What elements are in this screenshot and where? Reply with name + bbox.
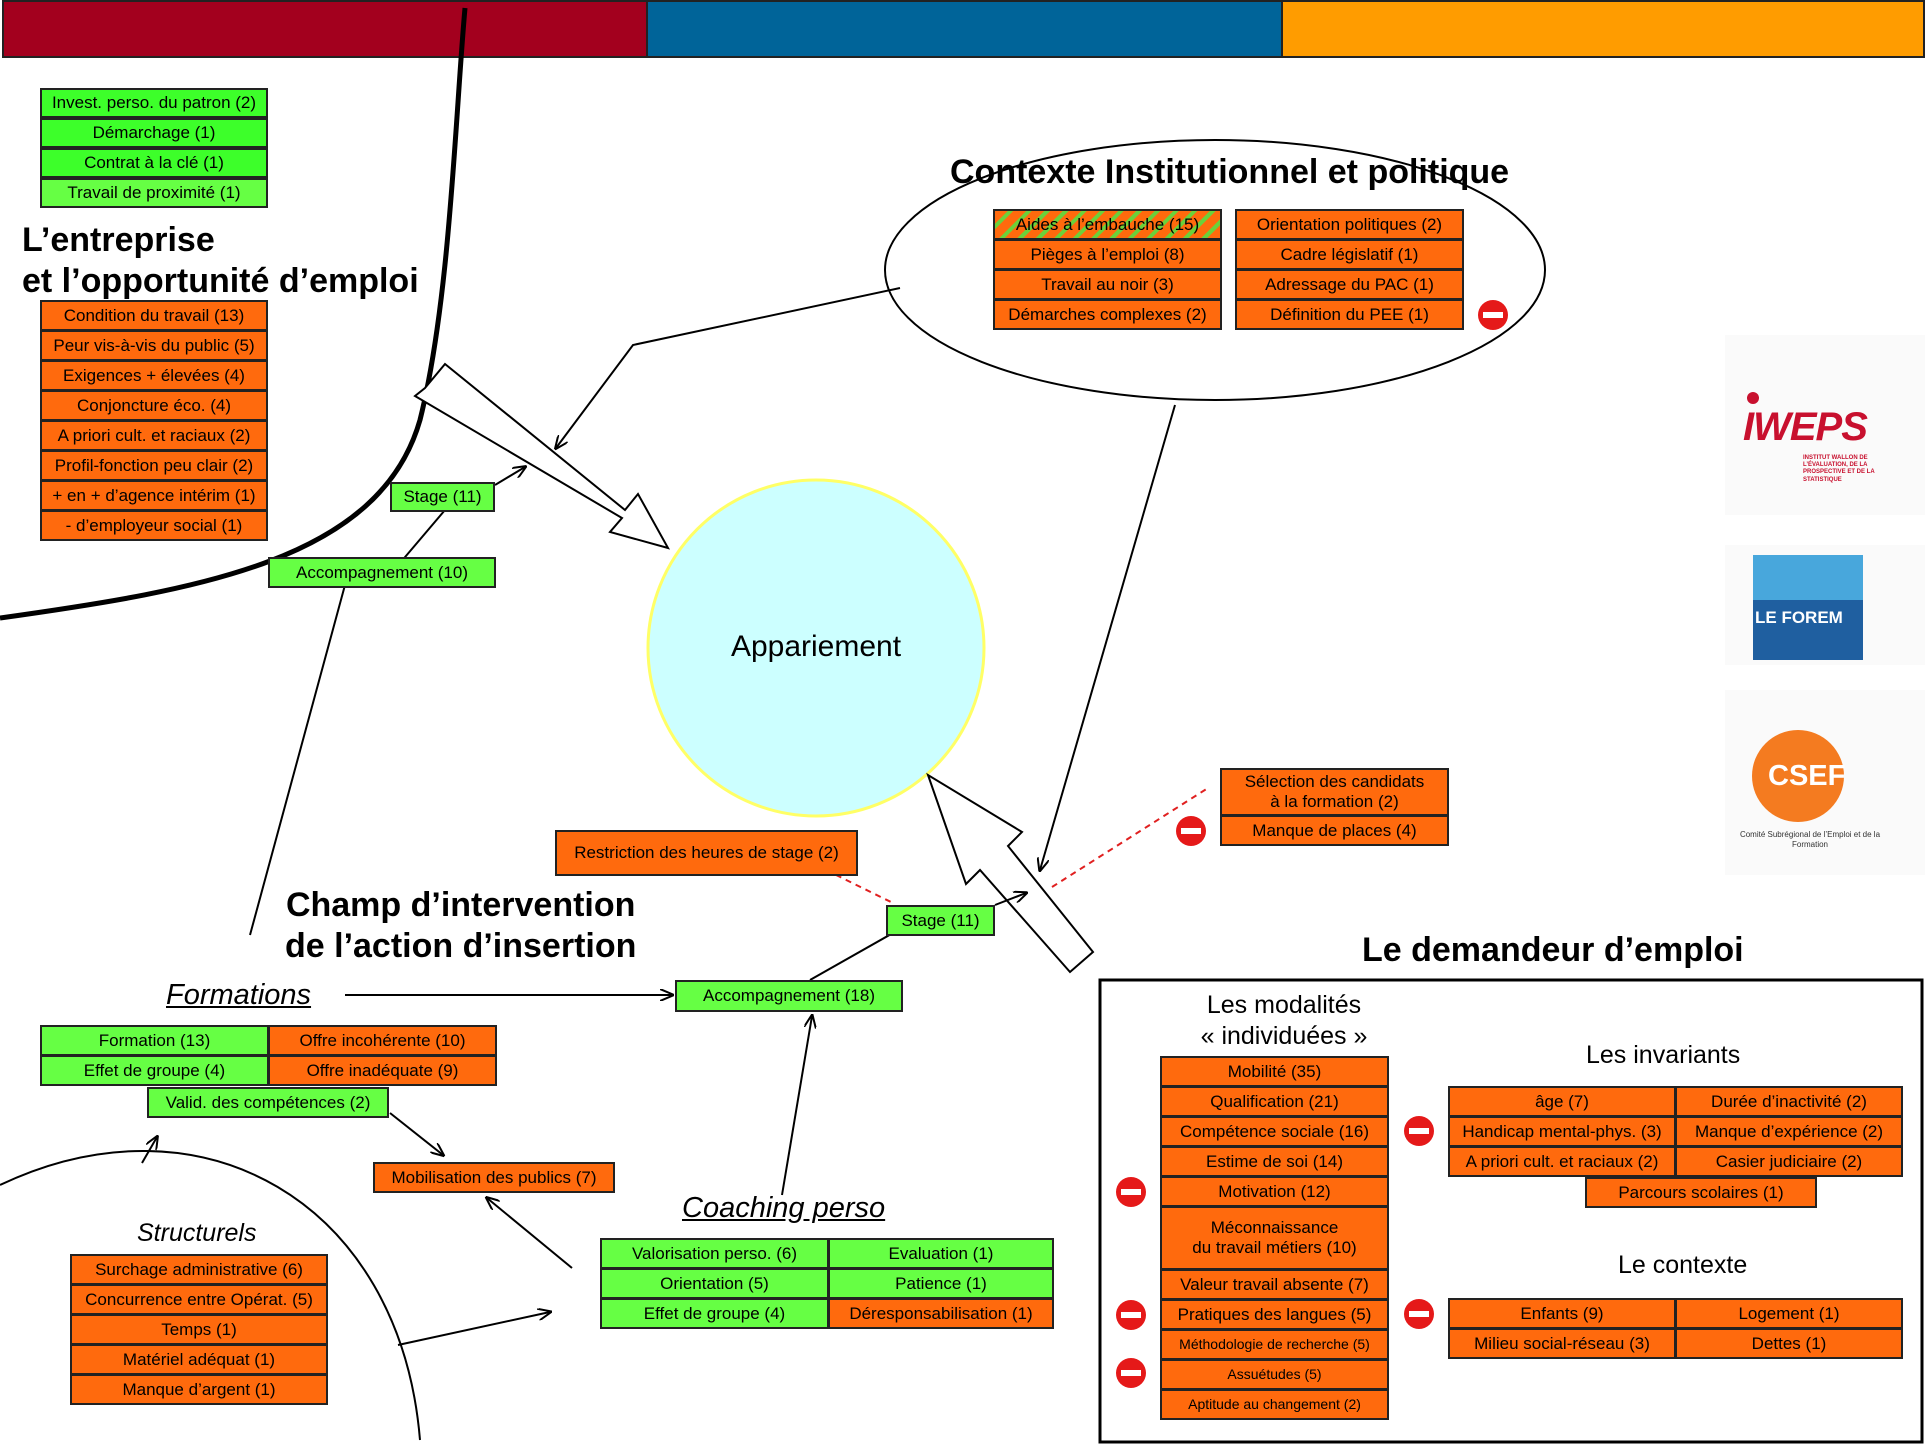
accompagnement-top: Accompagnement (10) — [268, 557, 496, 588]
modalite-item: Compétence sociale (16) — [1160, 1116, 1389, 1147]
selection-box: Sélection des candidats à la formation (… — [1220, 768, 1449, 816]
coaching-label: Coaching perso — [682, 1192, 886, 1224]
contexte-title: Contexte Institutionnel et politique — [950, 153, 1510, 191]
hollow-arrow-top — [413, 362, 671, 550]
contexte-item: Démarches complexes (2) — [993, 299, 1222, 330]
coaching-item: Valorisation perso. (6) — [600, 1238, 829, 1269]
header-bar-blue — [646, 0, 1283, 58]
coaching-item: Orientation (5) — [600, 1268, 829, 1299]
header-bar-orange — [1281, 0, 1925, 58]
no-entry-icon — [1176, 816, 1206, 846]
contexte-item: Pièges à l’emploi (8) — [993, 239, 1222, 270]
contexte-item: Définition du PEE (1) — [1235, 299, 1464, 330]
csef-logo: CSEF Comité Subrégional de l’Emploi et d… — [1725, 690, 1925, 875]
entreprise-obstacle: Profil-fonction peu clair (2) — [40, 450, 268, 481]
restriction-box: Restriction des heures de stage (2) — [555, 830, 858, 876]
structurel-item: Manque d’argent (1) — [70, 1374, 328, 1405]
structurel-item: Surchage administrative (6) — [70, 1254, 328, 1285]
formation-item: Offre incohérente (10) — [268, 1025, 497, 1056]
entreprise-obstacle: A priori cult. et raciaux (2) — [40, 420, 268, 451]
le-contexte-label: Le contexte — [1618, 1251, 1748, 1279]
forem-logo: LE FOREM — [1725, 545, 1925, 665]
entreprise-obstacle: Conjoncture éco. (4) — [40, 390, 268, 421]
modalite-item: Qualification (21) — [1160, 1086, 1389, 1117]
modalite-item: Valeur travail absente (7) — [1160, 1269, 1389, 1300]
contexte-perso-item: Milieu social-réseau (3) — [1448, 1328, 1676, 1359]
entreprise-obstacle: + en + d’agence intérim (1) — [40, 480, 268, 511]
invariant-item: âge (7) — [1448, 1086, 1676, 1117]
contexte-item: Orientation politiques (2) — [1235, 209, 1464, 240]
modalite-item: Assuétudes (5) — [1160, 1359, 1389, 1390]
formations-label: Formations — [166, 979, 312, 1011]
entreprise-obstacle: - d’employeur social (1) — [40, 510, 268, 541]
contexte-perso-item: Logement (1) — [1675, 1298, 1903, 1329]
modalite-item: Motivation (12) — [1160, 1176, 1389, 1207]
manque-places-box: Manque de places (4) — [1220, 815, 1449, 846]
invariant-item: Handicap mental-phys. (3) — [1448, 1116, 1676, 1147]
demandeur-frame — [1098, 978, 1924, 1444]
entreprise-item: Démarchage (1) — [40, 118, 268, 148]
appariement-circle — [646, 478, 986, 818]
contexte-item: Travail au noir (3) — [993, 269, 1222, 300]
modalite-item: Aptitude au changement (2) — [1160, 1389, 1389, 1420]
contexte-perso-item: Dettes (1) — [1675, 1328, 1903, 1359]
demandeur-title: Le demandeur d’emploi — [1362, 931, 1744, 969]
iweps-logo: IWEPS INSTITUT WALLON DE L’ÉVALUATION, D… — [1725, 335, 1925, 515]
enterprise-boundary-curve — [0, 7, 468, 621]
entreprise-obstacle: Peur vis-à-vis du public (5) — [40, 330, 268, 361]
formation-item: Formation (13) — [40, 1025, 269, 1056]
invariant-item: Casier judiciaire (2) — [1675, 1146, 1903, 1177]
invariant-item: Parcours scolaires (1) — [1585, 1177, 1817, 1208]
formation-item: Effet de groupe (4) — [40, 1055, 269, 1086]
no-entry-icon — [1116, 1358, 1146, 1388]
no-entry-icon — [1116, 1177, 1146, 1207]
no-entry-icon — [1404, 1299, 1434, 1329]
accompagnement-mid: Accompagnement (18) — [675, 980, 903, 1012]
structurels-boundary-curve — [0, 1150, 421, 1441]
modalite-item: Estime de soi (14) — [1160, 1146, 1389, 1177]
formation-item: Valid. des compétences (2) — [147, 1087, 389, 1118]
coaching-item: Evaluation (1) — [828, 1238, 1054, 1269]
no-entry-icon — [1404, 1116, 1434, 1146]
coaching-item: Effet de groupe (4) — [600, 1298, 829, 1329]
invariants-label: Les invariants — [1586, 1041, 1741, 1069]
appariement-label: Appariement — [730, 630, 902, 663]
modalite-item: Méconnaissance du travail métiers (10) — [1160, 1206, 1389, 1270]
no-entry-icon — [1478, 300, 1508, 330]
formation-item: Offre inadéquate (9) — [268, 1055, 497, 1086]
no-entry-icon — [1116, 1300, 1146, 1330]
modalite-item: Méthodologie de recherche (5) — [1160, 1329, 1389, 1360]
modalite-item: Mobilité (35) — [1160, 1056, 1389, 1087]
invariant-item: A priori cult. et raciaux (2) — [1448, 1146, 1676, 1177]
entreprise-item: Contrat à la clé (1) — [40, 148, 268, 178]
entreprise-item: Invest. perso. du patron (2) — [40, 88, 268, 118]
entreprise-obstacle: Exigences + élevées (4) — [40, 360, 268, 391]
entreprise-item: Travail de proximité (1) — [40, 178, 268, 208]
contexte-item: Cadre législatif (1) — [1235, 239, 1464, 270]
entreprise-obstacle: Condition du travail (13) — [40, 300, 268, 331]
mobilisation-box: Mobilisation des publics (7) — [373, 1162, 615, 1193]
header-bar-red — [2, 0, 648, 58]
structurel-item: Temps (1) — [70, 1314, 328, 1345]
structurels-label: Structurels — [137, 1219, 257, 1247]
stage-mid: Stage (11) — [886, 905, 995, 936]
contexte-item: Adressage du PAC (1) — [1235, 269, 1464, 300]
entreprise-title: L’entreprise et l’opportunité d’emploi — [22, 221, 419, 300]
modalite-item: Pratiques des langues (5) — [1160, 1299, 1389, 1330]
modalites-label: Les modalités « individuées » — [1200, 991, 1368, 1051]
structurel-item: Matériel adéquat (1) — [70, 1344, 328, 1375]
stage-top: Stage (11) — [390, 482, 495, 512]
hollow-arrow-bottom — [926, 772, 1095, 974]
invariant-item: Manque d’expérience (2) — [1675, 1116, 1903, 1147]
coaching-item: Déresponsabilisation (1) — [828, 1298, 1054, 1329]
contexte-item: Aides à l’embauche (15) — [993, 209, 1222, 240]
coaching-item: Patience (1) — [828, 1268, 1054, 1299]
champ-title: Champ d’intervention de l’action d’inser… — [285, 886, 637, 965]
contexte-perso-item: Enfants (9) — [1448, 1298, 1676, 1329]
invariant-item: Durée d’inactivité (2) — [1675, 1086, 1903, 1117]
structurel-item: Concurrence entre Opérat. (5) — [70, 1284, 328, 1315]
